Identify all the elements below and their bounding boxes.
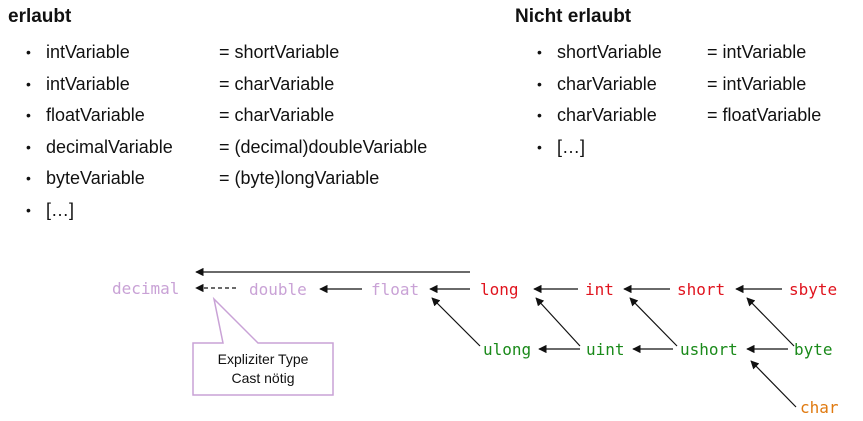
bullet: • (26, 44, 31, 60)
callout-text-line2: Cast nötig (231, 370, 294, 386)
type-float: float (371, 280, 419, 299)
callout-text-line1: Expliziter Type (218, 351, 309, 367)
item-rhs: = charVariable (219, 105, 335, 125)
bullet: • (537, 107, 542, 123)
type-ushort: ushort (680, 340, 738, 359)
item-rhs: = charVariable (219, 73, 335, 94)
item-lhs: […] (557, 136, 586, 157)
item-rhs: = intVariable (707, 73, 807, 94)
item-rhs: = (byte)longVariable (219, 168, 380, 188)
item-lhs: intVariable (46, 73, 130, 94)
not-allowed-heading: Nicht erlaubt (515, 6, 632, 27)
bullet: • (26, 170, 31, 186)
type-decimal: decimal (112, 279, 179, 298)
type-char: char (800, 398, 839, 417)
bullet: • (26, 107, 31, 123)
item-rhs: = shortVariable (219, 42, 340, 62)
arrow-byte-to-short (746, 297, 795, 347)
bullet: • (26, 75, 31, 92)
item-lhs: byteVariable (46, 168, 145, 188)
arrow-ushort-to-int (629, 297, 678, 347)
type-byte: byte (794, 340, 833, 359)
explicit-cast-callout (192, 296, 334, 396)
arrow-char-to-ushort (750, 360, 797, 408)
bullet: • (26, 201, 31, 218)
type-uint: uint (586, 340, 625, 359)
item-rhs: = (decimal)doubleVariable (219, 136, 428, 157)
item-rhs: = intVariable (707, 42, 807, 62)
item-lhs: floatVariable (46, 105, 145, 125)
item-lhs: intVariable (46, 42, 130, 62)
bullet: • (26, 138, 31, 155)
item-rhs: = floatVariable (707, 105, 822, 125)
bullet: • (537, 138, 542, 155)
type-ulong: ulong (483, 340, 531, 359)
bullet: • (537, 44, 542, 60)
arrow-ulong-to-float (431, 297, 481, 347)
item-lhs: decimalVariable (46, 136, 173, 157)
type-int: int (585, 280, 614, 299)
type-long: long (480, 280, 519, 299)
item-lhs: charVariable (557, 105, 657, 125)
arrow-uint-to-long (535, 297, 581, 347)
type-double: double (249, 280, 307, 299)
type-sbyte: sbyte (789, 280, 837, 299)
allowed-heading: erlaubt (8, 6, 72, 27)
item-lhs: charVariable (557, 73, 657, 94)
item-lhs: shortVariable (557, 42, 662, 62)
bullet: • (537, 75, 542, 92)
item-lhs: […] (46, 199, 75, 220)
type-short: short (677, 280, 725, 299)
